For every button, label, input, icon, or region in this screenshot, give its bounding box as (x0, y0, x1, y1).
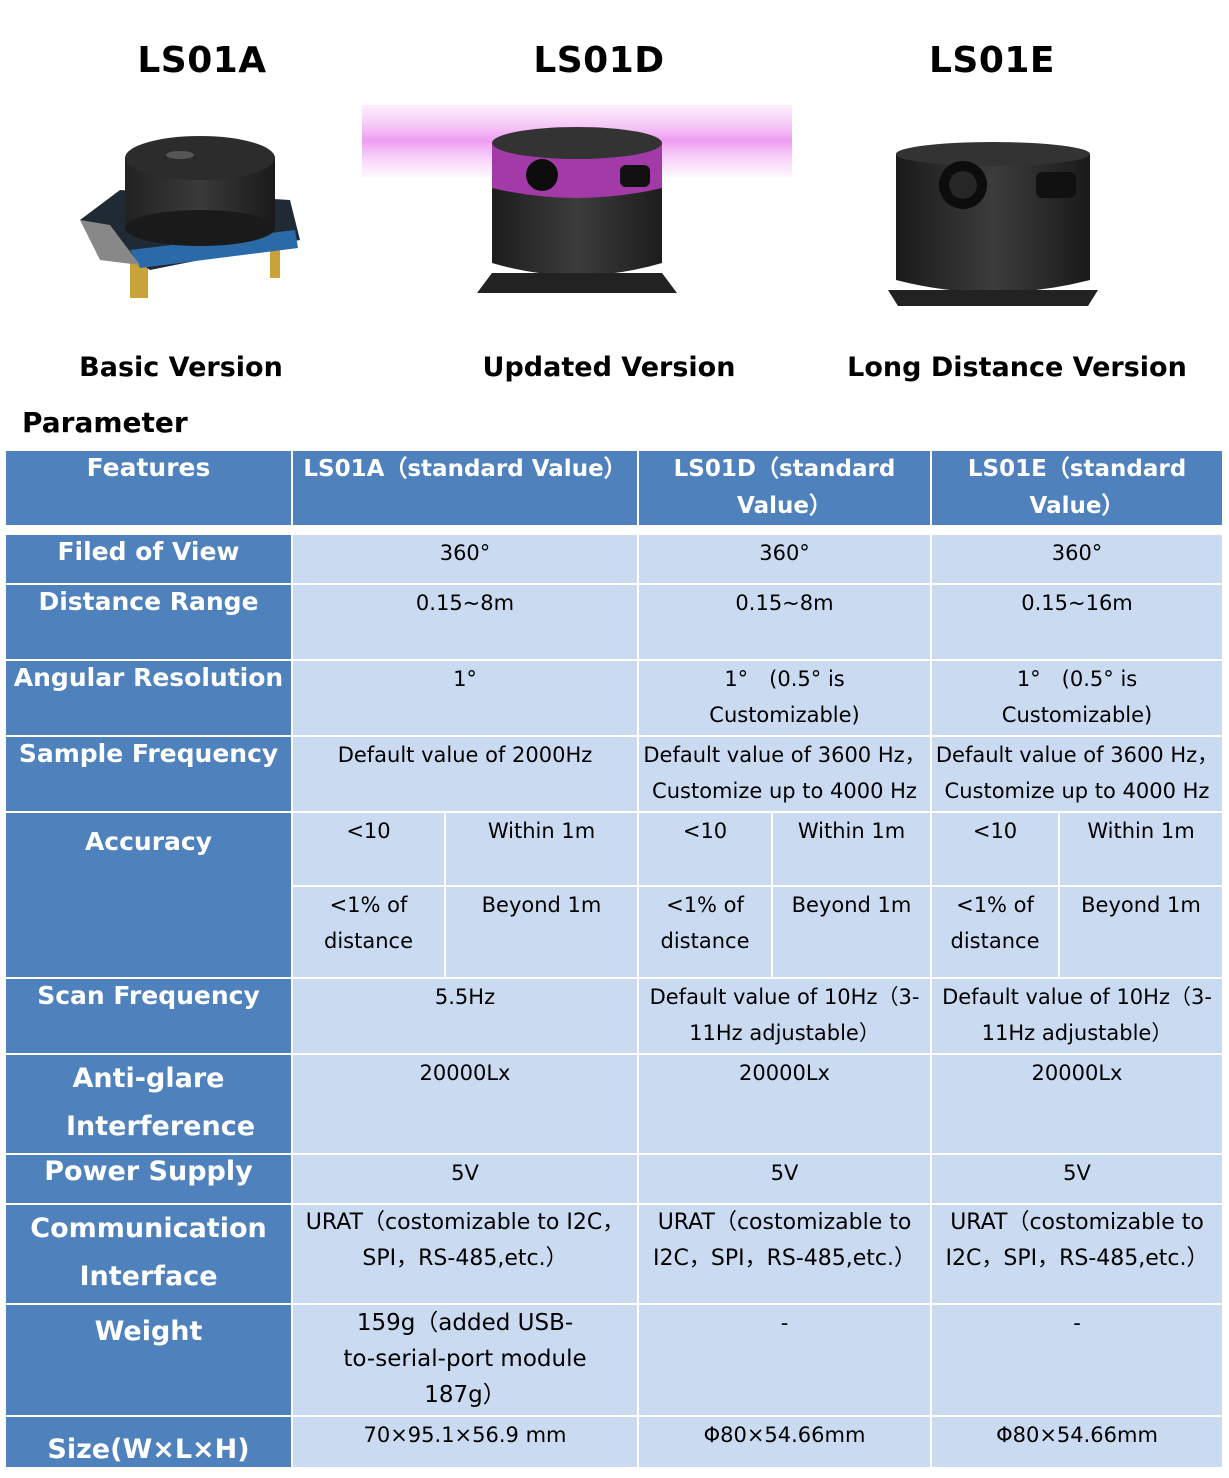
version-label-ls01a: Basic Version (79, 352, 283, 383)
weight-ls01d: - (637, 1303, 933, 1417)
header-ls01a: LS01A（standard Value） (290, 449, 640, 527)
sample-ls01e: Default value of 3600 Hz，Customize up to… (930, 735, 1225, 813)
size-ls01e: Φ80×54.66mm (930, 1415, 1225, 1469)
header-ls01e: LS01E（standard Value） (930, 449, 1225, 527)
table-row-accuracy-near: Accuracy <10 Within 1m <10 Within 1m <10… (4, 811, 1225, 979)
accuracy-near-value-ls01e: <10 (930, 811, 1061, 887)
accuracy-near-cond-ls01a: Within 1m (443, 811, 640, 887)
product-title-ls01e: LS01E (928, 40, 1056, 81)
accuracy-far-cond-ls01e: Beyond 1m (1058, 885, 1225, 979)
row-label-accuracy: Accuracy (4, 811, 293, 979)
product-title-ls01d: LS01D (533, 40, 665, 81)
comm-ls01e: URAT（costomizable to I2C，SPI，RS-485,etc.… (930, 1203, 1225, 1305)
row-label-antiglare: Anti-glare Interference (4, 1053, 293, 1155)
size-ls01a: 70×95.1×56.9 mm (290, 1415, 640, 1469)
comm-ls01d: URAT（costomizable to I2C，SPI，RS-485,etc.… (637, 1203, 933, 1305)
antiglare-ls01d: 20000Lx (637, 1053, 933, 1155)
fov-ls01a: 360° (290, 533, 640, 585)
accuracy-near-value-ls01a: <10 (291, 811, 446, 887)
accuracy-far-cond-ls01d: Beyond 1m (771, 885, 933, 979)
version-label-ls01e: Long Distance Version (847, 352, 1187, 383)
antiglare-ls01e: 20000Lx (930, 1053, 1225, 1155)
sample-ls01a: Default value of 2000Hz (290, 735, 640, 813)
ls01e-lidar-image (888, 142, 1098, 306)
accuracy-near-cond-ls01e: Within 1m (1058, 811, 1225, 887)
power-ls01e: 5V (930, 1153, 1225, 1205)
row-label-weight: Weight (4, 1303, 293, 1417)
row-label-power: Power Supply (4, 1153, 293, 1205)
row-label-size: Size(W×L×H) (4, 1415, 293, 1469)
range-ls01e: 0.15~16m (930, 583, 1225, 661)
row-label-comm: Communication Interface (4, 1203, 293, 1305)
table-row-comm: Communication Interface URAT（costomizabl… (4, 1203, 1225, 1305)
table-row-antiglare: Anti-glare Interference 20000Lx 20000Lx … (4, 1053, 1225, 1155)
product-title-ls01a: LS01A (137, 40, 267, 81)
scan-ls01e: Default value of 10Hz（3-11Hz adjustable） (930, 977, 1225, 1055)
table-row-power: Power Supply 5V 5V 5V (4, 1153, 1225, 1205)
table-row-fov: Filed of View 360° 360° 360° (4, 533, 1225, 585)
row-label-scan: Scan Frequency (4, 977, 293, 1055)
fov-ls01d: 360° (637, 533, 933, 585)
size-ls01d: Φ80×54.66mm (637, 1415, 933, 1469)
row-label-range: Distance Range (4, 583, 293, 661)
accuracy-far-value-ls01e: <1% of distance (930, 885, 1061, 979)
comm-ls01a: URAT（costomizable to I2C，SPI，RS-485,etc.… (290, 1203, 640, 1305)
table-header-row: Features LS01A（standard Value） LS01D（sta… (4, 449, 1225, 527)
row-label-sample: Sample Frequency (4, 735, 293, 813)
table-row-accuracy-far: <1% of distance Beyond 1m <1% of distanc… (5, 885, 1225, 979)
spec-table: Features LS01A（standard Value） LS01D（sta… (4, 449, 1225, 1469)
accuracy-far-cond-ls01a: Beyond 1m (443, 885, 640, 979)
range-ls01d: 0.15~8m (637, 583, 933, 661)
scan-ls01d: Default value of 10Hz（3-11Hz adjustable） (637, 977, 933, 1055)
row-label-angular: Angular Resolution (4, 659, 293, 737)
scan-ls01a: 5.5Hz (290, 977, 640, 1055)
table-row-size: Size(W×L×H) 70×95.1×56.9 mm Φ80×54.66mm … (4, 1415, 1225, 1469)
version-label-ls01d: Updated Version (482, 352, 736, 383)
weight-ls01e: - (930, 1303, 1225, 1417)
header-features: Features (4, 449, 293, 527)
row-label-fov: Filed of View (4, 533, 293, 585)
sample-ls01d: Default value of 3600 Hz，Customize up to… (637, 735, 933, 813)
accuracy-near-cond-ls01d: Within 1m (771, 811, 933, 887)
angular-ls01e: 1° (0.5° is Customizable) (930, 659, 1225, 737)
header-ls01d: LS01D（standard Value） (637, 449, 933, 527)
accuracy-far-value-ls01a: <1% of distance (291, 885, 446, 979)
angular-ls01d: 1° (0.5° is Customizable) (637, 659, 933, 737)
table-row-angular: Angular Resolution 1° 1° (0.5° is Custom… (4, 659, 1225, 737)
angular-ls01a: 1° (290, 659, 640, 737)
table-row-sample: Sample Frequency Default value of 2000Hz… (4, 735, 1225, 813)
antiglare-ls01a: 20000Lx (290, 1053, 640, 1155)
power-ls01a: 5V (290, 1153, 640, 1205)
fov-ls01e: 360° (930, 533, 1225, 585)
table-row-scan: Scan Frequency 5.5Hz Default value of 10… (4, 977, 1225, 1055)
ls01d-lidar-image (362, 105, 792, 293)
accuracy-far-value-ls01d: <1% of distance (637, 885, 774, 979)
table-row-range: Distance Range 0.15~8m 0.15~8m 0.15~16m (4, 583, 1225, 661)
power-ls01d: 5V (637, 1153, 933, 1205)
accuracy-near-value-ls01d: <10 (637, 811, 774, 887)
ls01a-lidar-image (80, 136, 300, 298)
range-ls01a: 0.15~8m (290, 583, 640, 661)
parameter-heading: Parameter (22, 406, 188, 439)
weight-ls01a: 159g（added USB-to-serial-port module 187… (290, 1303, 640, 1417)
table-row-weight: Weight 159g（added USB-to-serial-port mod… (4, 1303, 1225, 1417)
